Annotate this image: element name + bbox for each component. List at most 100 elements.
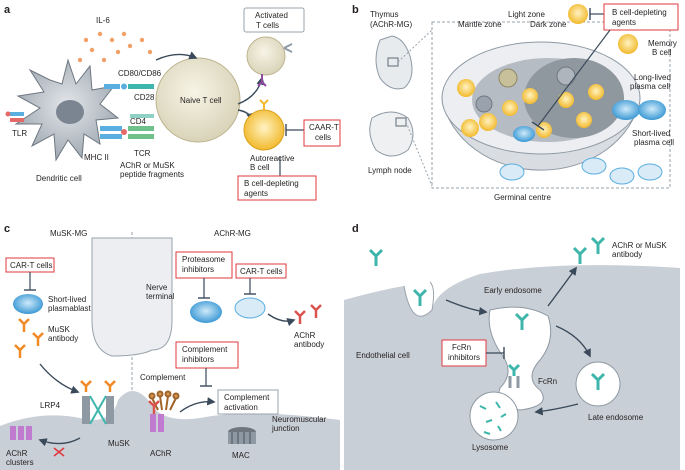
achr-mg-label: AChR-MG [214,229,251,238]
to-late-endosome-arrow [555,325,591,358]
lysosome [469,391,519,441]
achr-musk-antibody-label-2: antibody [612,250,642,259]
short-lived-label-2: plasma cell [634,138,674,147]
autoreactive-label-1: Autoreactive [250,154,295,163]
b-cell-depleting-a-1: B cell-depleting [244,179,299,188]
lrp4-label: LRP4 [40,401,61,410]
musk-antibody-label-1: MuSK [48,325,70,334]
caar-t-box [303,119,341,147]
short-lived-label-1: Short-lived [632,129,670,138]
lysosome-label: Lysosome [472,443,509,452]
recycling-arrow [547,266,577,307]
plasma-cell-achr-2 [234,297,266,319]
gc-b-cells [457,66,604,142]
tlr-label: TLR [12,129,27,138]
cd28-label: CD28 [134,93,155,102]
tcr-label: TCR [134,149,151,158]
germinal-centre-frame [431,21,671,189]
fcrn-inhibitors-box [441,339,487,367]
car-t-right-label: CAR-T cells [240,267,283,276]
musk-antibodies [14,318,44,358]
il6-to-t-cell-arrow [155,51,198,61]
germinal-centre-label: Germinal centre [494,193,551,202]
t-cell-activation-arrow [237,76,265,105]
free-antibodies [368,236,606,306]
complement-inhibitors-label-1: Complement [182,345,228,354]
achr-clusters-icon [10,426,32,440]
plasmablast-label-1: Short-lived [48,295,86,304]
dark-zone-label: Dark zone [530,20,567,29]
b-cell-depleting-a-2: agents [244,189,268,198]
long-lived-label-1: Long-lived [634,73,671,82]
tcr-mhc-pair [100,126,154,139]
fcrn-label: FcRn [538,377,557,386]
panel-a-label: a [4,4,11,16]
to-lysosome-arrow [534,403,579,416]
musk-label: MuSK [108,439,130,448]
car-t-box-right [235,263,287,279]
fcrn-inhibitors-label-2: inhibitors [448,353,480,362]
late-endosome-label: Late endosome [588,413,644,422]
short-lived-plasma-cells [499,157,663,185]
autoreactive-b-cell [243,109,285,151]
achr-antibody-label-1: AChR [294,331,316,340]
b-cell-depleting-box-a [237,175,317,201]
peptide-label-2: peptide fragments [120,170,184,179]
panel-b-label: b [352,4,359,16]
antibody-to-musk-arrow [39,363,80,394]
complement-activation-arrow [179,397,216,413]
achr-clusters-label-2: clusters [6,458,34,467]
complement-inhibitors-label-2: inhibitors [182,355,214,364]
thymus-label-1: Thymus [370,10,398,19]
mac-label: MAC [232,451,250,460]
cd4-label: CD4 [130,117,147,126]
mhc-ii-label: MHC II [84,153,109,162]
activated-label-2: T cells [256,21,279,30]
long-lived-label-2: plasma cell [630,82,670,91]
b-cell-depleting-b-1: B cell-depleting [612,8,667,17]
clustering-arrow [38,437,81,447]
nerve-terminal-label-1: Nerve [146,283,168,292]
panel-d: d AChR or MuSK antibody Early endosome F… [344,223,680,470]
complement-activation-box [217,389,279,415]
blocked-cross-icon [53,447,65,457]
dark-zone-region [524,58,624,138]
achr-antibody-arrow [267,313,296,327]
naive-t-cell-label: Naive T cell [180,96,222,105]
short-lived-plasmablast [13,294,43,314]
autoreactive-label-2: B cell [250,163,270,172]
mac-pore-icon [228,427,256,444]
early-endosome-label: Early endosome [484,286,542,295]
endothelial-cell-label: Endothelial cell [356,351,410,360]
uptake-arrow [445,299,488,316]
dendritic-cell-label: Dendritic cell [36,174,82,183]
musk-antibody-label-2: antibody [48,334,78,343]
proteasome-label-2: inhibitors [182,265,214,274]
caar-t-label-1: CAAR-T [309,123,339,132]
plasmablast-label-2: plasmablast [48,304,91,313]
activated-t-cells-box [243,7,305,33]
muscle-membrane [0,391,340,470]
memory-b-cell-top [568,4,588,24]
memory-b-cell-label-1: Memory [648,39,677,48]
achr-receptor-icon [148,400,164,432]
fcrn-inhibitors-label-1: FcRn [452,343,471,352]
lymph-node-organ [369,111,414,157]
tlr-receptor [5,111,24,122]
nmj-label-2: junction [271,424,300,433]
light-zone-label: Light zone [508,10,545,19]
complement-activation-label-2: activation [224,403,258,412]
early-endosome [488,306,552,411]
complement-activation-label-1: Complement [224,393,270,402]
achr-antibodies [294,304,322,324]
b-cell-depleting-box-b [603,3,679,31]
mantle-zone-label: Mantle zone [458,20,502,29]
nerve-terminal [91,237,173,357]
memory-b-cell [618,34,638,54]
panel-d-label: d [352,223,359,235]
cd4-coreceptor [130,114,154,118]
achr-clusters-label-1: AChR [6,449,28,458]
panel-c: c MuSK-MG AChR-MG Nerve terminal CAR-T c… [0,223,340,470]
caar-t-label-2: cells [315,133,331,142]
